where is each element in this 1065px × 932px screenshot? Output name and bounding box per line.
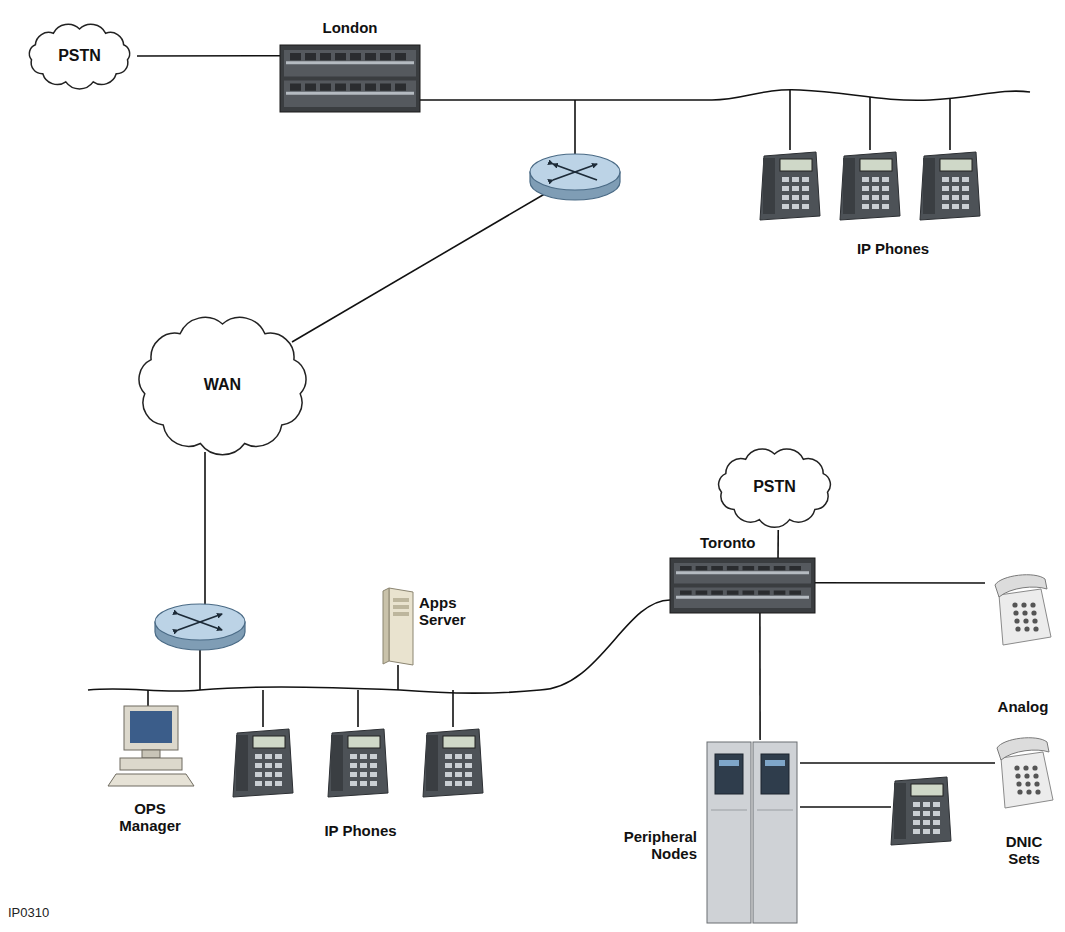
router-drop bbox=[574, 100, 576, 154]
router-symbol bbox=[155, 604, 245, 650]
phone-drop bbox=[790, 90, 950, 150]
node-label: PSTN bbox=[58, 47, 101, 65]
device-node: OPS Manager bbox=[104, 700, 196, 855]
network-link bbox=[800, 762, 885, 764]
switch-rack bbox=[280, 45, 420, 112]
cloud-shape bbox=[29, 24, 129, 89]
wan-link bbox=[204, 452, 206, 606]
node-icon bbox=[280, 45, 420, 112]
london-lan bbox=[420, 90, 1030, 100]
network-cloud: PSTN bbox=[712, 445, 837, 530]
node-label: DNIC Sets bbox=[993, 833, 1055, 868]
figure-id: IP0310 bbox=[8, 905, 49, 920]
device-node: IP Phones bbox=[748, 148, 988, 266]
device-node: DNIC Sets bbox=[885, 735, 1060, 875]
device-node: IP Phones bbox=[228, 725, 493, 845]
network-link bbox=[759, 613, 761, 740]
node-label: PSTN bbox=[753, 478, 796, 496]
peripheral-cabinet bbox=[707, 742, 797, 923]
ip-phone-icon bbox=[840, 152, 900, 220]
ip-phone-icon bbox=[891, 777, 951, 845]
network-link bbox=[815, 582, 985, 584]
node-label: Toronto bbox=[700, 534, 770, 551]
ip-phone-icon bbox=[233, 729, 293, 797]
node-label: Apps Server bbox=[419, 594, 499, 629]
analog-phone-icon bbox=[995, 575, 1051, 645]
ip-phone-icon bbox=[920, 152, 980, 220]
node-icon bbox=[670, 558, 815, 613]
device-node: Toronto bbox=[670, 558, 815, 613]
device-node: Peripheral Nodes bbox=[705, 740, 800, 925]
node-label: IP Phones bbox=[298, 822, 423, 839]
cloud-shape bbox=[139, 317, 306, 454]
computer-icon bbox=[108, 706, 194, 786]
node-icon bbox=[383, 588, 413, 665]
network-link bbox=[800, 806, 885, 808]
network-cloud: PSTN bbox=[22, 20, 137, 92]
cloud-shape bbox=[719, 449, 831, 527]
network-link bbox=[137, 55, 280, 57]
ip-phone-icon bbox=[760, 152, 820, 220]
server-tower bbox=[383, 588, 413, 665]
analog-phone-icon bbox=[997, 738, 1053, 808]
lan-bus bbox=[88, 90, 1030, 727]
network-cloud: WAN bbox=[135, 315, 310, 455]
device-node: Apps Server bbox=[383, 588, 413, 665]
node-icon bbox=[985, 570, 1061, 720]
wan-link bbox=[292, 192, 548, 342]
device-node: London bbox=[280, 45, 420, 112]
node-label: Analog bbox=[985, 698, 1061, 715]
node-label: OPS Manager bbox=[104, 800, 196, 835]
node-label: WAN bbox=[204, 376, 241, 394]
device-node: Analog bbox=[985, 570, 1061, 720]
node-label: London bbox=[280, 19, 420, 36]
node-label: Peripheral Nodes bbox=[615, 828, 697, 863]
ip-phone-icon bbox=[423, 729, 483, 797]
node-label: IP Phones bbox=[833, 240, 953, 257]
network-link bbox=[777, 530, 779, 558]
router-symbol bbox=[530, 154, 620, 200]
ip-phone-icon bbox=[328, 729, 388, 797]
node-icon bbox=[705, 740, 800, 925]
toronto-lan bbox=[88, 600, 670, 693]
switch-rack bbox=[670, 558, 815, 613]
